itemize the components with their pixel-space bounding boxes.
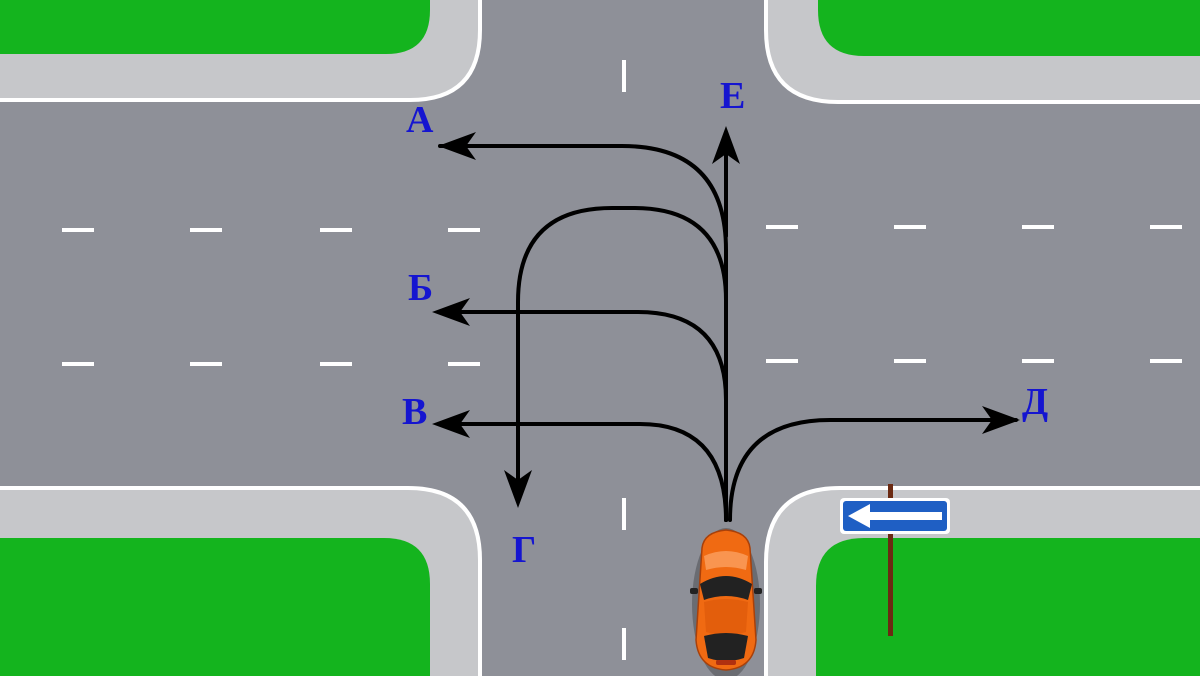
corner-top-left: [0, 0, 482, 102]
label-d: Д: [1022, 381, 1048, 423]
corner-top-right: [764, 0, 1200, 104]
label-v: В: [402, 391, 427, 433]
label-e: Е: [720, 75, 745, 117]
label-a: А: [406, 99, 434, 141]
corner-bottom-right: [764, 486, 1200, 676]
label-b: Б: [408, 267, 433, 309]
label-g: Г: [512, 529, 536, 571]
corner-bottom-left: [0, 486, 482, 676]
